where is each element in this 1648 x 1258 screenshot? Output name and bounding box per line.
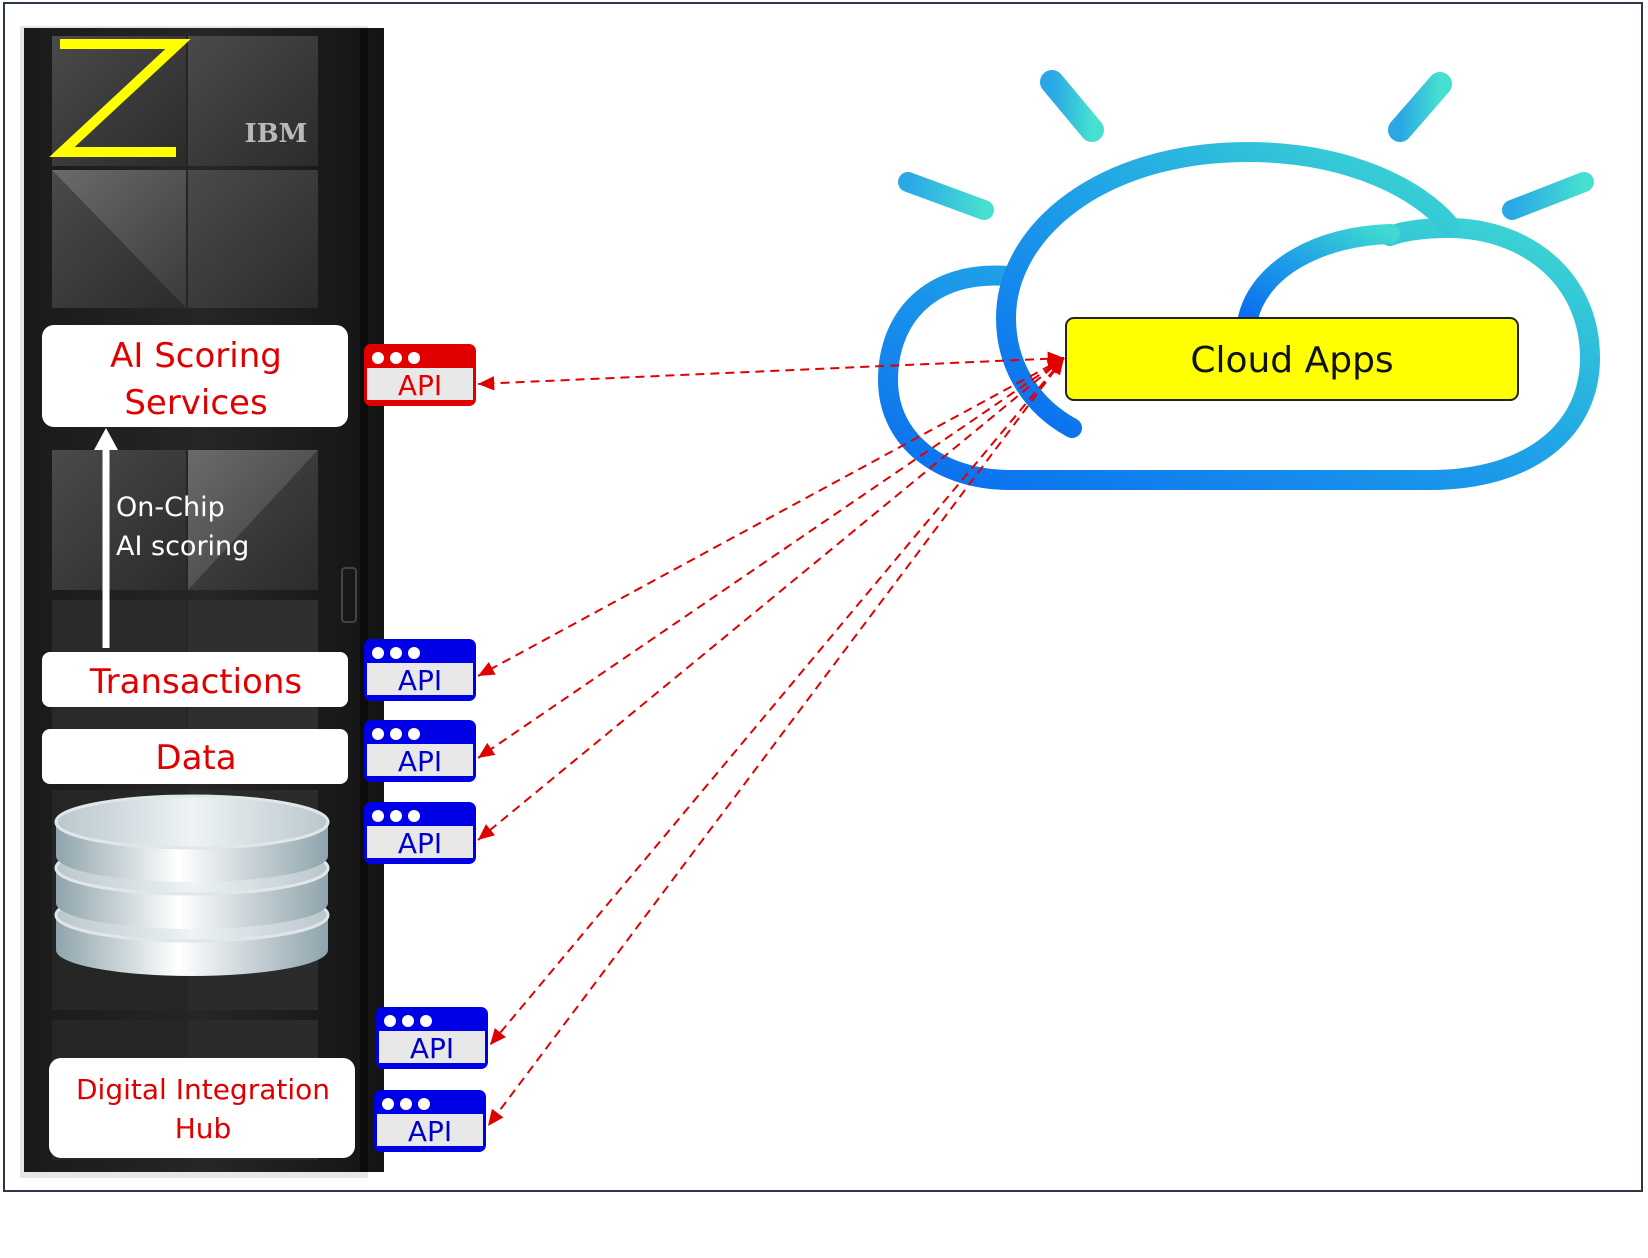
cloud-ray	[1388, 72, 1452, 142]
api-badge-database: API	[364, 802, 476, 864]
hub-line2: Hub	[175, 1112, 232, 1145]
rack-tile-facet	[188, 450, 318, 590]
api-label: API	[398, 827, 442, 860]
window-dot-icon	[408, 352, 420, 364]
window-dot-icon	[420, 1015, 432, 1027]
window-dot-icon	[402, 1015, 414, 1027]
connector-arrow	[477, 357, 1065, 677]
on-chip-label-line1: On-Chip	[116, 492, 225, 523]
rack-handle	[341, 567, 357, 623]
cloud-ray	[1040, 70, 1104, 142]
cloud-ray	[898, 172, 994, 220]
connector-arrow	[489, 357, 1065, 1046]
api-connectors	[477, 351, 1065, 1127]
connector-arrow	[477, 357, 1065, 759]
api-badge-body	[367, 663, 473, 695]
cloud-outline	[877, 217, 1601, 490]
mainframe-rack: IBM	[20, 26, 384, 1178]
api-label: API	[398, 745, 442, 778]
transactions-label: Transactions	[89, 662, 302, 702]
window-dot-icon	[418, 1098, 430, 1110]
cloud-arc	[1238, 224, 1400, 328]
ibm-brand: IBM	[245, 119, 308, 149]
window-dot-icon	[390, 647, 402, 659]
rack-tile	[188, 36, 318, 166]
api-label: API	[398, 369, 442, 402]
window-dot-icon	[408, 647, 420, 659]
window-dot-icon	[390, 728, 402, 740]
api-badge-body	[379, 1031, 485, 1063]
diagram-frame	[3, 2, 1643, 1192]
api-badges: API API API API API API	[364, 344, 488, 1152]
window-dot-icon	[408, 810, 420, 822]
ai-scoring-line1: AI Scoring	[110, 336, 282, 376]
digital-integration-hub-box: Digital Integration Hub	[49, 1058, 355, 1158]
disk	[54, 794, 330, 882]
api-label: API	[408, 1115, 452, 1148]
window-dot-icon	[400, 1098, 412, 1110]
window-dot-icon	[382, 1098, 394, 1110]
cloud-ray	[1502, 172, 1594, 220]
window-dot-icon	[372, 352, 384, 364]
window-dot-icon	[390, 352, 402, 364]
on-chip-label-line2: AI scoring	[116, 531, 249, 562]
cloud-apps-label: Cloud Apps	[1190, 340, 1393, 381]
cloud-apps-box: Cloud Apps	[1065, 317, 1519, 401]
database-icon	[54, 794, 330, 976]
ai-scoring-services-box: AI Scoring Services	[42, 325, 348, 427]
window-dot-icon	[384, 1015, 396, 1027]
hub-line1: Digital Integration	[76, 1073, 330, 1106]
data-label: Data	[155, 738, 236, 778]
window-dot-icon	[372, 647, 384, 659]
rack-side	[360, 28, 368, 1172]
data-box: Data	[42, 729, 348, 784]
window-dot-icon	[408, 728, 420, 740]
api-badge-transactions: API	[364, 639, 476, 701]
transactions-box: Transactions	[42, 652, 348, 707]
api-badge-data: API	[364, 720, 476, 782]
api-badge-body	[367, 826, 473, 858]
api-badge-body	[377, 1114, 483, 1146]
connector-arrow	[477, 351, 1065, 391]
window-dot-icon	[372, 810, 384, 822]
api-badge-body	[367, 368, 473, 400]
connector-arrow	[477, 357, 1065, 841]
on-chip-arrow-head	[94, 428, 118, 450]
api-badge-ai-scoring: API	[364, 344, 476, 406]
api-label: API	[410, 1032, 454, 1065]
connector-arrow	[487, 357, 1065, 1127]
api-badge-hub-2: API	[374, 1090, 486, 1152]
z-logo-icon	[49, 39, 191, 157]
ai-scoring-line2: Services	[124, 383, 267, 423]
window-dot-icon	[372, 728, 384, 740]
rack-tile-facet	[52, 170, 186, 308]
api-label: API	[398, 664, 442, 697]
rack-tile	[188, 170, 318, 308]
api-badge-hub-1: API	[376, 1007, 488, 1069]
rack-tile	[52, 450, 186, 590]
window-dot-icon	[390, 810, 402, 822]
on-chip-arrow: On-Chip AI scoring	[94, 428, 249, 648]
api-badge-body	[367, 744, 473, 776]
